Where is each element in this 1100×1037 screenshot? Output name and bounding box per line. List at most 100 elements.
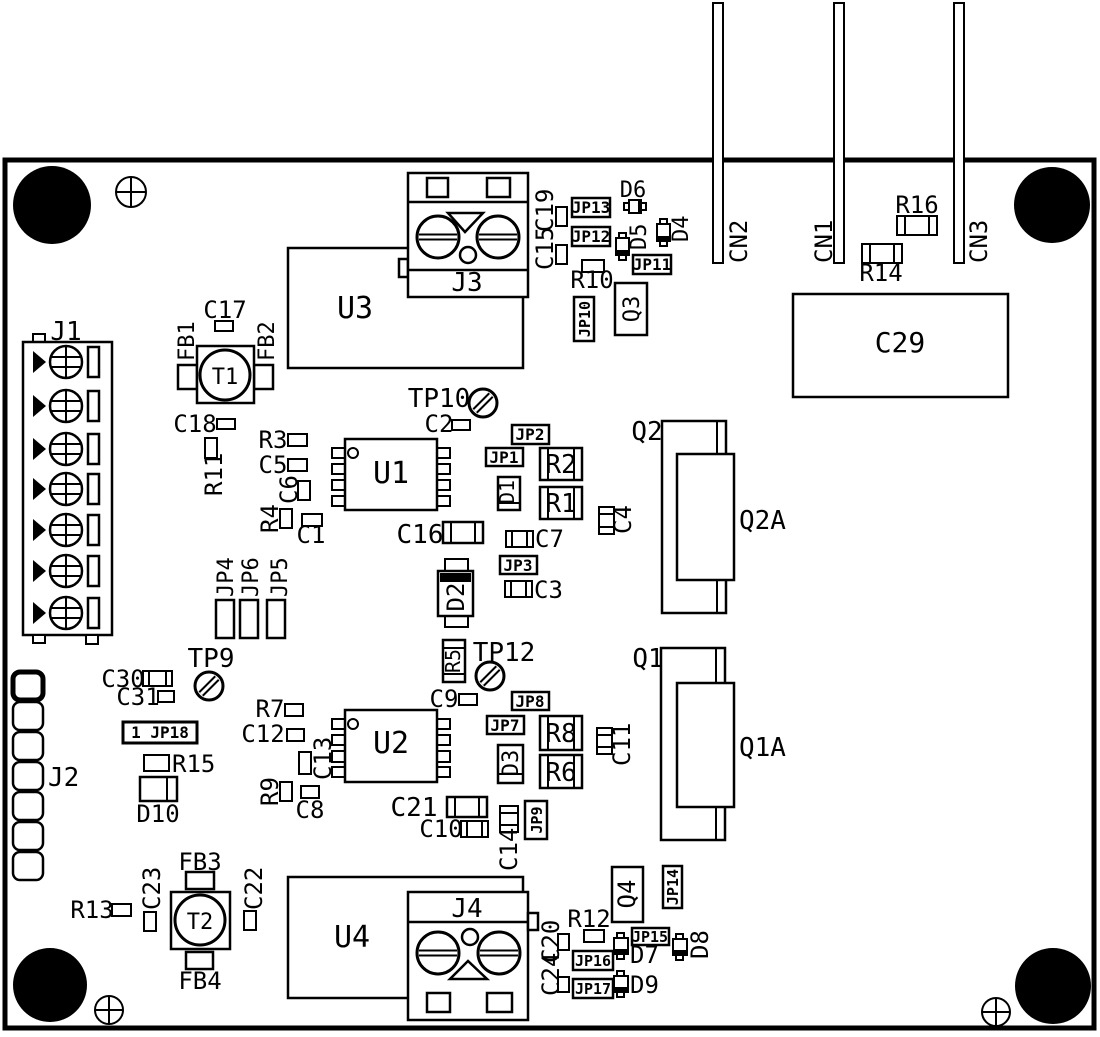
cn3-label: CN3 (965, 220, 993, 263)
resistor-r5: R5 (441, 638, 467, 684)
ic-pin (436, 447, 451, 459)
resistor-r16: R16 (895, 191, 939, 236)
jumper-jp11: JP11 (631, 253, 673, 276)
jumper-jp5: JP5 (265, 557, 293, 640)
j4-polarity-triangle-icon (446, 959, 491, 981)
mounting-hole (13, 166, 91, 244)
j1-row (33, 595, 101, 631)
jumper-jp17: JP17 (571, 977, 615, 1000)
r7-label: R7 (256, 695, 285, 723)
jumper-jp13: JP13 (570, 196, 612, 219)
diode-d7: D7 (613, 932, 659, 969)
j3-pad (425, 176, 450, 199)
jp7-label: JP7 (491, 716, 520, 735)
q1-label: Q1 (632, 644, 663, 674)
jp1-label: JP1 (490, 448, 519, 467)
jp16-label: JP16 (575, 952, 611, 970)
capacitor-c24: C24 (537, 953, 570, 996)
c16-label: C16 (397, 520, 444, 550)
jumper-jp18: 1 JP18 (121, 720, 199, 745)
j2-pin1 (10, 669, 46, 703)
mounting-hole (1015, 948, 1091, 1024)
jp6-label: JP6 (239, 557, 264, 597)
capacitor-c18: C18 (173, 410, 236, 438)
ic-pin (436, 750, 451, 763)
capacitor-c3: C3 (504, 576, 563, 604)
q2a-body (675, 452, 736, 582)
transistor-q4: Q4 (610, 865, 645, 924)
jp13-label: JP13 (572, 198, 611, 217)
jp17-label: JP17 (575, 980, 611, 998)
j1-tab (85, 634, 99, 645)
capacitor-c22: C22 (240, 867, 268, 931)
r13-label: R13 (70, 896, 113, 924)
c12-label: C12 (241, 720, 284, 748)
diode-d6: D6 (620, 178, 647, 214)
ic-u1: U1 (331, 437, 451, 512)
testpoint-tp12: TP12 (473, 638, 535, 692)
capacitor-c16: C16 (397, 520, 485, 550)
t2-label: T2 (187, 910, 214, 935)
ic-u2: U2 (331, 708, 451, 784)
capacitor-c12: C12 (241, 720, 305, 748)
ic-pin (331, 718, 346, 730)
c17-label: C17 (203, 296, 246, 324)
j1-tab (32, 634, 46, 644)
r2-label: R2 (545, 450, 576, 480)
c5-label: C5 (259, 451, 288, 479)
ic-pin (436, 734, 451, 746)
jp15-label: JP15 (632, 928, 668, 946)
j2-pin (11, 730, 45, 762)
c18-label: C18 (173, 410, 216, 438)
c8-label: C8 (296, 796, 325, 824)
j3-pad (485, 176, 512, 199)
jumper-jp10: JP10 (572, 295, 596, 343)
c7-label: C7 (535, 525, 564, 553)
capacitor-c29: C29 (791, 292, 1010, 399)
r8-label: R8 (545, 719, 576, 749)
testpoint-tp10: TP10 (408, 384, 499, 419)
ic-pin (436, 766, 451, 778)
fb2-label: FB2 (255, 321, 280, 361)
jp10-label: JP10 (576, 301, 594, 337)
capacitor-c6: C6 (275, 475, 311, 504)
j2-pin (11, 700, 45, 732)
diode-d10: D10 (136, 775, 180, 828)
pin1-dot (347, 447, 359, 459)
diode-d3: D3 (496, 743, 525, 785)
jumper-jp8: JP8 (510, 690, 551, 712)
capacitor-c21: C21 (391, 793, 489, 823)
jp18-label: 1 JP18 (131, 723, 189, 742)
jumper-jp15: JP15 (630, 926, 671, 947)
jumper-jp12: JP12 (570, 225, 612, 248)
j4-pad (485, 991, 514, 1014)
capacitor-c20: C20 (537, 920, 570, 963)
capacitor-c31: C31 (116, 683, 175, 711)
j2-label: J2 (48, 763, 79, 793)
connector-cn2: CN2 (712, 2, 753, 264)
diode-d2: D2 (436, 558, 475, 628)
resistor-r12: R12 (567, 905, 611, 943)
connector-j1: J1 (21, 317, 114, 645)
capacitor-c11: C11 (596, 723, 636, 766)
j1-row (33, 553, 101, 589)
ic-pin (331, 734, 346, 746)
jp8-label: JP8 (516, 692, 545, 711)
diode-d4: D4 (656, 216, 694, 247)
j3-center-hole (458, 245, 478, 265)
capacitor-c23: C23 (138, 867, 166, 932)
ic-pin (331, 479, 346, 491)
j3-label: J3 (451, 268, 482, 298)
u4-label: U4 (334, 920, 370, 955)
resistor-r1: R1 (538, 485, 584, 521)
c29-label: C29 (875, 326, 926, 359)
r6-label: R6 (545, 758, 576, 788)
c14-label: C14 (495, 828, 523, 871)
u3-label: U3 (337, 291, 373, 326)
j1-row (33, 344, 101, 380)
q3-label: Q3 (620, 296, 645, 323)
transistor-q1: Q1 Q1A (632, 644, 786, 842)
q4-label: Q4 (613, 880, 641, 909)
u1-label: U1 (373, 456, 409, 491)
